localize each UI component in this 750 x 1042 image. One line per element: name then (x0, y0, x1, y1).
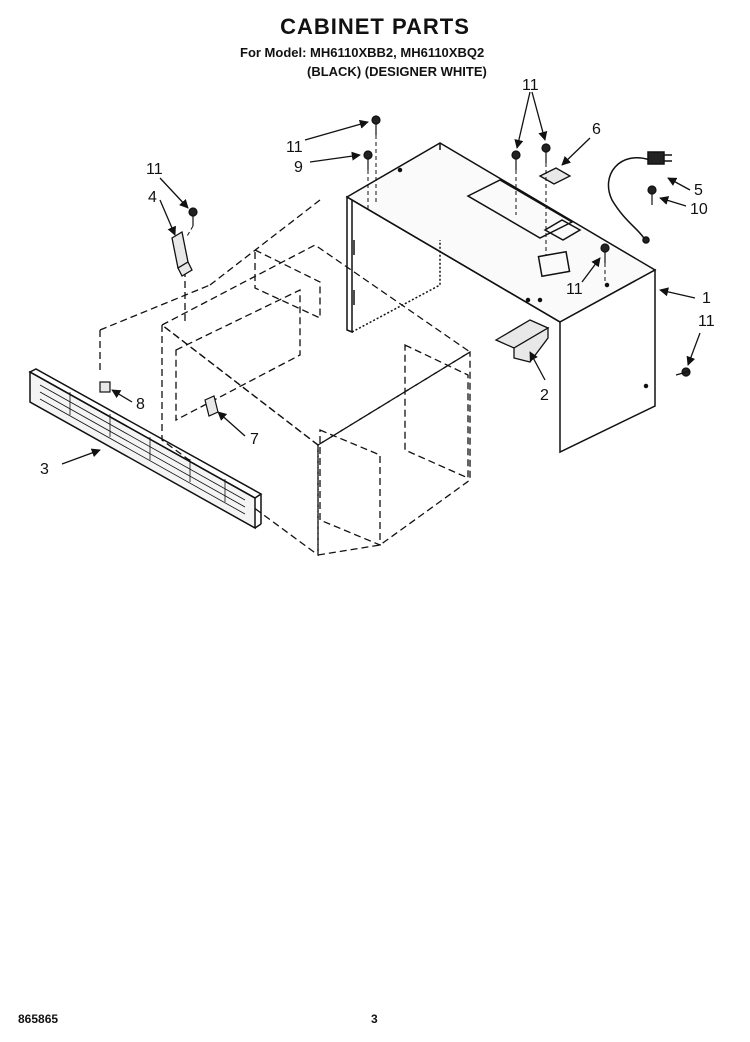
alignment-lines (185, 135, 606, 282)
clip-part-8 (99, 381, 111, 393)
callout-11-upper-right: 11 (522, 77, 539, 94)
page-title: CABINET PARTS (280, 14, 470, 39)
color-line: (BLACK) (DESIGNER WHITE) (307, 64, 487, 79)
screws (188, 115, 691, 377)
callout-2: 2 (540, 387, 549, 404)
callout-leaders (61, 91, 701, 465)
callout-9: 9 (294, 159, 303, 176)
callout-8: 8 (136, 396, 145, 413)
callout-11-top: 11 (286, 139, 303, 156)
callout-3: 3 (40, 461, 49, 478)
callout-1: 1 (702, 290, 711, 307)
callout-6: 6 (592, 121, 601, 138)
front-grille (28, 368, 263, 530)
bracket-part-6 (538, 167, 572, 185)
bracket-part-4 (171, 230, 193, 277)
outer-cabinet (345, 142, 657, 454)
callout-7: 7 (250, 431, 259, 448)
callout-11-middle: 11 (566, 281, 583, 298)
model-line: For Model: MH6110XBB2, MH6110XBQ2 (240, 45, 485, 60)
callout-4: 4 (148, 189, 157, 206)
callout-11-side: 11 (698, 313, 715, 330)
document-number: 865865 (18, 1012, 59, 1026)
callout-10: 10 (690, 201, 708, 218)
bracket-part-2 (494, 319, 550, 363)
page-number: 3 (371, 1012, 378, 1026)
callout-5: 5 (694, 182, 703, 199)
cabinet-parts-diagram: 1 2 3 4 5 6 7 8 9 10 11 11 11 11 11 (28, 77, 715, 557)
power-cord (607, 151, 672, 244)
inner-cavity (99, 199, 472, 557)
callout-11-left: 11 (146, 161, 163, 178)
